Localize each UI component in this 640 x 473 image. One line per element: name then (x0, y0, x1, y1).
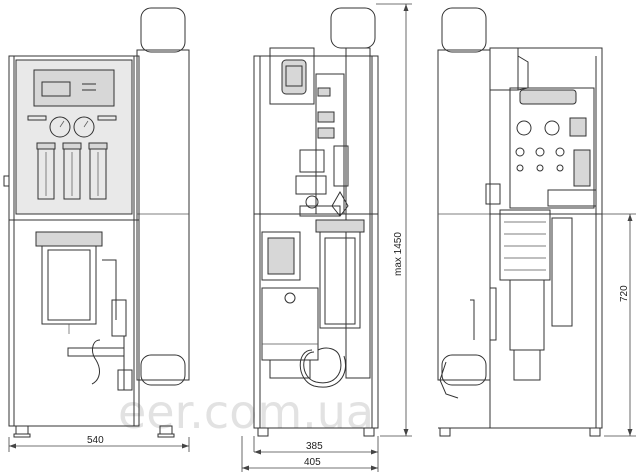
side-inner-width-label: 385 (306, 441, 323, 452)
rear-manifold-plate (509, 87, 595, 209)
rear-membrane-housing (437, 49, 491, 381)
max-height-label: max 1450 (393, 232, 404, 276)
pressure-gauge-right (73, 116, 95, 138)
rear-membrane-top-cap (441, 7, 487, 53)
front-view (3, 7, 190, 438)
pressure-gauge-left (49, 116, 71, 138)
side-pump-motor (261, 287, 319, 361)
rear-prefilter (551, 217, 573, 327)
rear-height-label: 720 (619, 285, 630, 302)
height-dimension: max 1450 (376, 3, 412, 437)
front-width-label: 540 (87, 435, 104, 446)
rear-pump-body (509, 279, 545, 351)
front-membrane-housing (136, 49, 190, 381)
side-view (253, 7, 379, 437)
front-membrane-top-cap (140, 7, 186, 53)
side-prefilter-bowl (319, 231, 361, 329)
side-outer-width-label: 405 (304, 457, 321, 468)
rear-view (437, 7, 603, 437)
front-prefilter-head (35, 231, 103, 247)
rear-frame (489, 47, 603, 429)
front-display-box (33, 69, 115, 107)
rear-height-dimension: 720 (600, 213, 636, 437)
side-width-dimensions: 385 405 (241, 436, 379, 472)
front-membrane-bottom-cap (140, 354, 186, 386)
front-width-dimension: 540 (8, 435, 190, 452)
side-control-box (269, 47, 315, 105)
front-prefilter-bowl (41, 245, 97, 325)
side-membrane-housing (345, 47, 371, 379)
side-membrane-top-cap (330, 7, 376, 49)
rear-motor (499, 209, 551, 281)
side-prefilter-head (315, 219, 365, 233)
side-electrical-box (261, 231, 301, 281)
watermark-text: eer.com.ua (118, 385, 374, 439)
